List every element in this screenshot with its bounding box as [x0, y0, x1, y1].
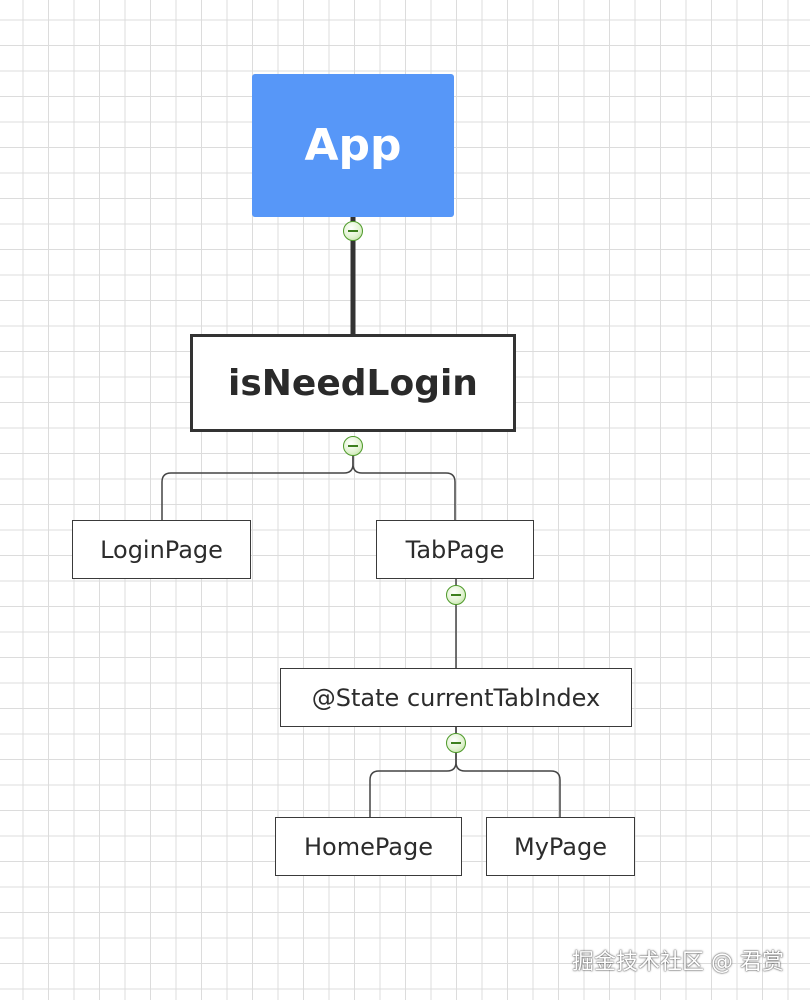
connector-state-mypage — [455, 727, 561, 817]
node-loginpage[interactable]: LoginPage — [72, 520, 251, 579]
collapse-app-icon[interactable] — [343, 221, 363, 241]
collapse-isneedlogin-icon[interactable] — [343, 436, 363, 456]
node-state-currenttabindex[interactable]: @State currentTabIndex — [280, 668, 632, 727]
node-isneedlogin[interactable]: isNeedLogin — [190, 334, 516, 432]
connector-state-homepage — [369, 727, 457, 817]
watermark: 掘金技术社区 @ 君赏 — [572, 950, 784, 975]
node-tabpage[interactable]: TabPage — [376, 520, 534, 579]
connector-isneedlogin-tabpage — [352, 448, 456, 520]
node-mypage[interactable]: MyPage — [486, 817, 635, 876]
collapse-state-icon[interactable] — [446, 733, 466, 753]
node-app[interactable]: App — [252, 74, 454, 217]
connector-isneedlogin-loginpage — [161, 448, 354, 520]
node-homepage[interactable]: HomePage — [275, 817, 462, 876]
collapse-tabpage-icon[interactable] — [446, 585, 466, 605]
